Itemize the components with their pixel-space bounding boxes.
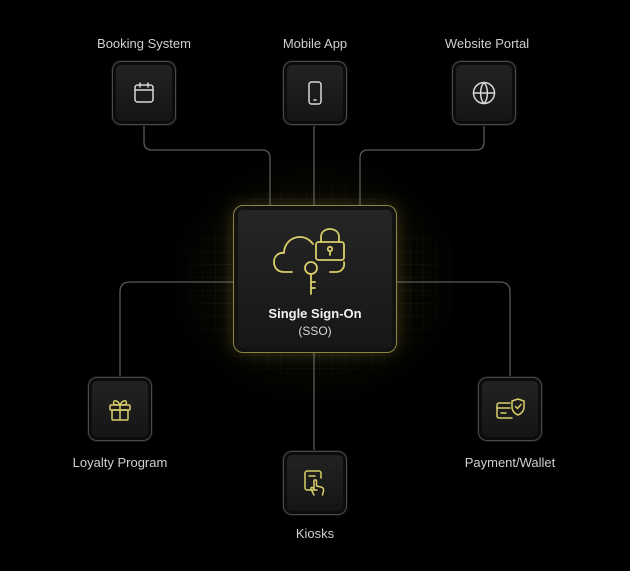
touch-screen-icon [304,470,325,496]
globe-icon [472,81,496,105]
node-label-mobile: Mobile App [282,36,348,51]
hub-title: Single Sign-On [268,306,362,321]
node-payment-wallet[interactable] [478,377,542,441]
node-label-kiosks: Kiosks [295,526,335,541]
connector-booking [143,124,271,205]
connector-payment [395,281,511,377]
gift-icon [109,400,131,421]
smartphone-icon [308,81,322,105]
node-mobile-app[interactable] [283,61,347,125]
node-label-website: Website Portal [444,36,530,51]
node-loyalty-program[interactable] [88,377,152,441]
connector-loyalty [119,281,233,377]
calendar-icon [134,82,154,103]
card-shield-icon [496,398,525,419]
connector-website [359,124,485,205]
node-label-loyalty: Loyalty Program [72,455,168,470]
sso-hub[interactable]: Single Sign-On (SSO) [233,205,397,353]
node-label-payment: Payment/Wallet [464,455,556,470]
node-booking-system[interactable] [112,61,176,125]
node-website-portal[interactable] [452,61,516,125]
hub-subtitle: (SSO) [298,324,332,338]
node-kiosks[interactable] [283,451,347,515]
node-label-booking: Booking System [97,36,191,51]
cloud-key-lock-icon [273,228,346,295]
